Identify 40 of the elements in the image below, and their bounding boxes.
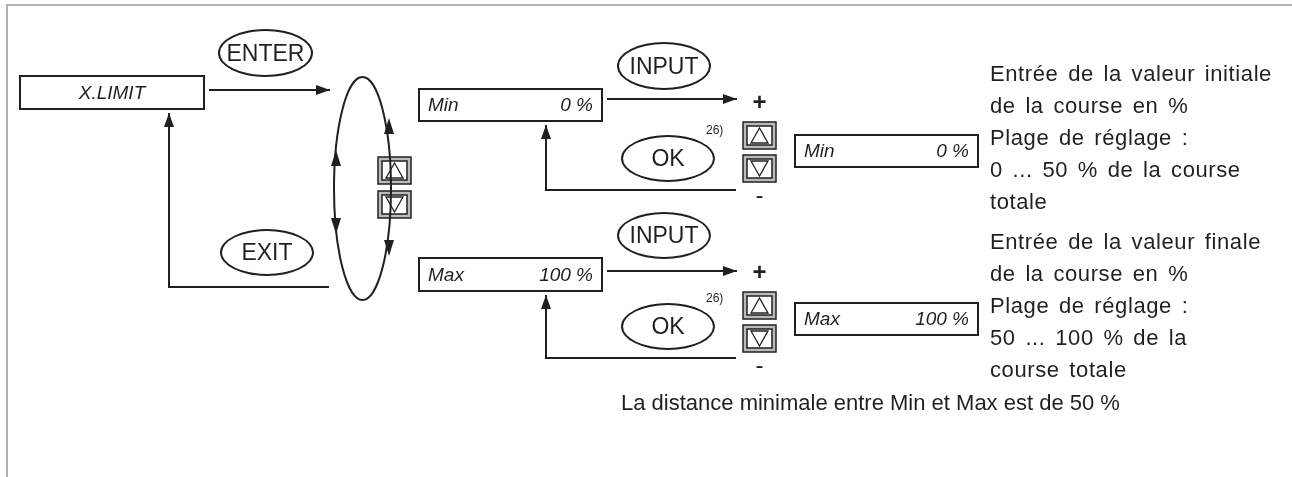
description-text: 50 ... 100 % de la course totale xyxy=(990,324,1189,384)
description-text: Plage de réglage : xyxy=(990,292,1190,320)
display-field xyxy=(418,88,603,122)
footnote-mark: 26) xyxy=(706,123,724,137)
display-field xyxy=(794,134,979,168)
display-text: Max xyxy=(804,308,840,330)
description-text: Entrée de la valeur initiale de la course en % xyxy=(990,60,1273,120)
display-field xyxy=(418,257,603,292)
footnote-mark: 26) xyxy=(706,291,724,305)
display-field xyxy=(19,75,205,110)
arrow xyxy=(606,266,738,276)
description-text: Entrée de la valeur finale de la course en % xyxy=(990,228,1261,288)
loop-ellipse xyxy=(333,76,392,301)
display-text: X.LIMIT xyxy=(78,81,146,104)
display-text: Min xyxy=(428,94,459,116)
description-text: Plage de réglage : xyxy=(990,124,1190,152)
display-text: 100 % xyxy=(539,263,593,286)
arrow xyxy=(164,112,330,288)
display-field xyxy=(794,302,979,336)
key-oval: INPUT xyxy=(617,42,711,90)
key-oval: ENTER xyxy=(218,29,313,77)
sign-text: - xyxy=(755,182,764,208)
arrow xyxy=(541,124,737,191)
key-oval: OK xyxy=(621,303,715,350)
sign-text: + xyxy=(752,259,767,285)
display-text: Min xyxy=(804,140,835,162)
note-text: La distance minimale entre Min et Max est de 50 % xyxy=(621,390,1120,416)
display-text: 0 % xyxy=(936,140,969,162)
description-text: 0 ... 50 % de la course totale xyxy=(990,156,1242,216)
arrow xyxy=(208,85,331,95)
key-oval: OK xyxy=(621,135,715,182)
sign-text: - xyxy=(755,352,764,378)
arrow xyxy=(541,294,737,359)
arrow xyxy=(606,94,738,104)
sign-text: + xyxy=(752,89,767,115)
key-oval: INPUT xyxy=(617,212,711,259)
display-text: 0 % xyxy=(560,94,593,116)
key-oval: EXIT xyxy=(220,229,314,276)
display-text: 100 % xyxy=(915,308,969,330)
display-text: Max xyxy=(428,263,464,286)
